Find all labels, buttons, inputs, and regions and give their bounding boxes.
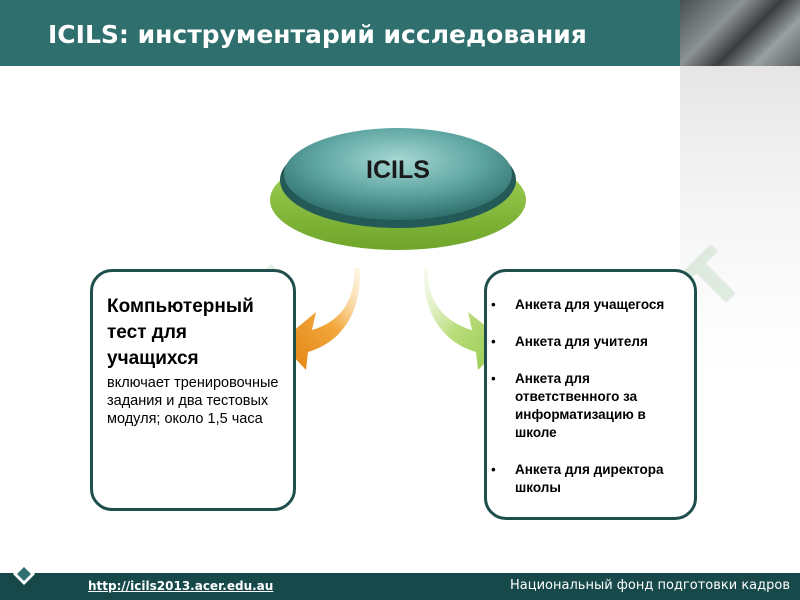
list-item: •Анкета для директора школы bbox=[491, 462, 664, 495]
decorative-side-band bbox=[680, 66, 800, 573]
footer-bar bbox=[0, 573, 800, 600]
questionnaires-box: •Анкета для учащегося •Анкета для учител… bbox=[484, 269, 697, 520]
list-item: •Анкета для учащегося bbox=[491, 297, 665, 312]
list-item-text: Анкета для учителя bbox=[515, 334, 648, 349]
questionnaire-list: •Анкета для учащегося •Анкета для учител… bbox=[491, 296, 688, 497]
footer-organization: Национальный фонд подготовки кадров bbox=[510, 578, 790, 593]
center-label: ICILS bbox=[366, 156, 430, 184]
ellipse-top bbox=[284, 128, 512, 220]
list-item-text: Анкета для учащегося bbox=[515, 297, 665, 312]
list-item: •Анкета для ответственного за информатиз… bbox=[491, 371, 646, 440]
student-test-title: Компьютерный тест для учащихся bbox=[107, 296, 254, 369]
list-item-text: Анкета для ответственного за информатиза… bbox=[515, 371, 646, 440]
student-test-box: Компьютерный тест для учащихся включает … bbox=[90, 269, 296, 511]
header-bar bbox=[0, 0, 800, 66]
diamond-logo-icon bbox=[13, 563, 35, 585]
student-test-description: включает тренировочные задания и два тес… bbox=[107, 375, 279, 427]
list-item-text: Анкета для директора школы bbox=[515, 462, 664, 495]
footer-url-link[interactable]: http://icils2013.acer.edu.au bbox=[88, 579, 274, 593]
page-title: ICILS: инструментарий исследования bbox=[48, 20, 587, 49]
header-photo bbox=[680, 0, 800, 66]
list-item: •Анкета для учителя bbox=[491, 334, 648, 349]
left-arrow bbox=[280, 268, 361, 370]
